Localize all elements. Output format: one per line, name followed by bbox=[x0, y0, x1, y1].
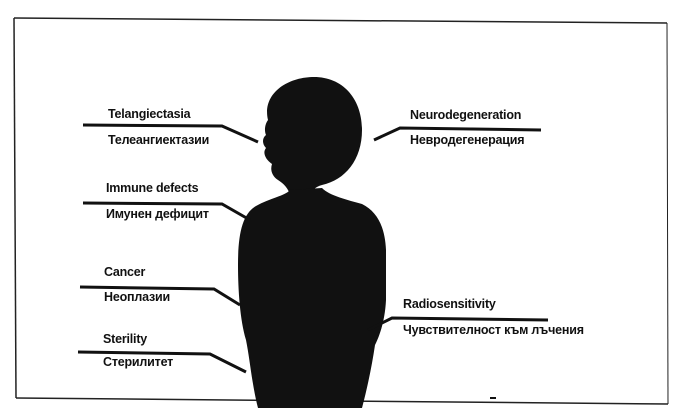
neurodegeneration-label-bg: Невродегенерация bbox=[410, 133, 524, 147]
sterility-label-en: Sterility bbox=[103, 332, 147, 346]
neurodegeneration-label-en: Neurodegeneration bbox=[410, 108, 521, 122]
telangiectasia-label-bg: Телеангиектазии bbox=[108, 133, 209, 147]
frame-right-line bbox=[667, 23, 668, 404]
frame-top-line bbox=[14, 18, 667, 23]
radiosensitivity-label-bg: Чувствителност към лъчения bbox=[403, 323, 584, 337]
silhouette-body bbox=[238, 188, 386, 408]
frame-left-line bbox=[14, 18, 16, 398]
sterility-label-bg: Стерилитет bbox=[103, 355, 173, 369]
immune-defects-label-bg: Имунен дефицит bbox=[106, 207, 209, 221]
cancer-label-en: Cancer bbox=[104, 265, 145, 279]
child-silhouette bbox=[238, 77, 386, 408]
radiosensitivity-label-en: Radiosensitivity bbox=[403, 297, 496, 311]
telangiectasia-label-en: Telangiectasia bbox=[108, 107, 190, 121]
cancer-label-bg: Неоплазии bbox=[104, 290, 170, 304]
silhouette-head bbox=[263, 77, 362, 195]
immune-defects-label-en: Immune defects bbox=[106, 181, 198, 195]
